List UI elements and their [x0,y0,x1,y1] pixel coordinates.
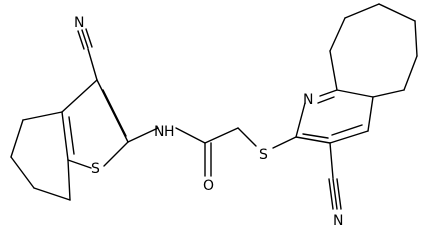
bond-pyr-c3-c2 [295,136,331,144]
bond-thiophene-c3-c2-inner [102,89,127,137]
bond-nitrile-left-c3 [87,48,98,81]
bond-thiophene-c2-s [103,141,129,167]
bond-nitrile-bottom-1 [332,178,338,210]
bond-nitrile-bottom-3 [336,178,342,210]
atom-label-h-amide: H [164,124,175,140]
bond-pyr-n-c9a-inner [317,96,335,104]
bond-heptane-2 [329,17,346,52]
bond-heptane-7 [372,89,405,98]
atom-label-n-amide: N [154,124,164,140]
bond-thiophene-c3-c2 [96,79,129,143]
bond-pyr-c2-c3-inner [302,133,329,139]
bond-heptane-3 [344,3,380,19]
bond-nitrile-left-1 [81,29,89,49]
atom-label-s-thiophene: S [91,161,100,177]
bond-pyr-c9a-c4a [336,89,374,98]
bond-s-c2pyr [272,136,297,149]
bond-carbonyl-ch2 [204,127,239,144]
bond-heptane-1 [329,50,338,91]
atom-label-n-nitrile-bottom: N [333,213,343,229]
bond-cyclohexane-1 [22,111,63,121]
bond-pyr-n-c9a [319,89,338,97]
atom-label-n-pyridine: N [303,92,313,108]
bond-cyclohexane-3 [10,156,35,189]
bond-cyclohexane-2 [10,119,24,158]
bond-nitrile-bottom-2 [328,178,334,210]
bond-pyr-c2-n [295,102,306,138]
bond-cyclohexane-5 [67,159,71,201]
bond-ch2-s [237,127,257,147]
bond-cyclohexane-4 [33,187,71,201]
bond-c2-nh [127,127,159,143]
bond-pyr-c4-c3 [329,130,369,144]
bond-nh-carbonyl [175,127,206,144]
bond-heptane-4 [378,3,416,22]
atom-label-s-thioether: S [259,147,268,163]
bond-pyr-c4-c3-inner [331,124,363,136]
bond-heptane-5 [414,20,418,57]
bond-heptane-6 [403,55,418,91]
bond-nitrile-left-3 [77,30,85,50]
bond-thiophene-c7a-c3a [61,111,69,161]
atom-labels: N N H S O S N N [74,15,343,229]
bond-nitrile-bottom-c3 [329,142,334,179]
bonds [10,3,418,210]
bond-nitrile-left-2 [85,28,93,48]
bond-pyr-c4a-c4 [367,96,374,132]
atom-label-n-nitrile-left: N [74,15,84,31]
bond-thiophene-c3a-c3 [61,79,98,113]
bond-thiophene-s-c7a [67,159,92,169]
atom-label-o-carbonyl: O [203,178,214,194]
bond-thiophene-c7a-c3a-inner [68,116,75,155]
